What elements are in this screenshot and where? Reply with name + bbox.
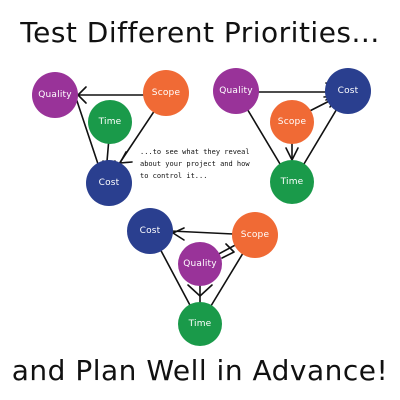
diagram-2-time-label: Time [280, 177, 304, 187]
diagram-3-time-label: Time [188, 319, 212, 329]
center-note: ...to see what they reveal about your pr… [140, 148, 250, 180]
diagram-2-cost-node: Cost [325, 68, 371, 114]
diagram-3-cost-label: Cost [139, 226, 161, 236]
diagram-2-cost-label: Cost [337, 86, 359, 96]
diagram-2-scope-label: Scope [277, 117, 307, 127]
diagram-1-time-node: Time [88, 100, 132, 144]
diagram-1-cost-node: Cost [86, 160, 132, 206]
page-title: Test Different Priorities... [20, 16, 380, 49]
diagram-2-time-node: Time [270, 160, 314, 204]
diagram-1-arrow-2 [119, 151, 133, 164]
diagram-3-scope-node: Scope [232, 212, 278, 258]
diagram-1-scope-node: Scope [143, 70, 189, 116]
diagram-2-quality-node: Quality [213, 68, 259, 114]
diagram-3-arrow-2 [221, 243, 235, 259]
diagram-3-arrow-1 [172, 227, 185, 241]
diagram-3-time-node: Time [178, 302, 222, 346]
page-footer-title: and Plan Well in Advance! [11, 354, 389, 387]
diagram-1-quality-node: Quality [32, 72, 78, 118]
diagram-1-time-label: Time [98, 117, 122, 127]
diagram-1-cost-label: Cost [98, 178, 120, 188]
diagram-2-quality-label: Quality [219, 86, 253, 96]
diagram-1-arrow-1 [77, 86, 87, 104]
diagram-2-scope-node: Scope [270, 100, 314, 144]
diagram-3-scope-label: Scope [240, 230, 270, 240]
diagram-3-quality-node: Quality [178, 242, 222, 286]
diagram-1-quality-label: Quality [38, 90, 72, 100]
diagram-3-quality-label: Quality [183, 259, 217, 269]
diagram-1-scope-label: Scope [151, 88, 181, 98]
diagram-3-cost-node: Cost [127, 208, 173, 254]
diagram-3-arrow-3 [187, 284, 213, 297]
